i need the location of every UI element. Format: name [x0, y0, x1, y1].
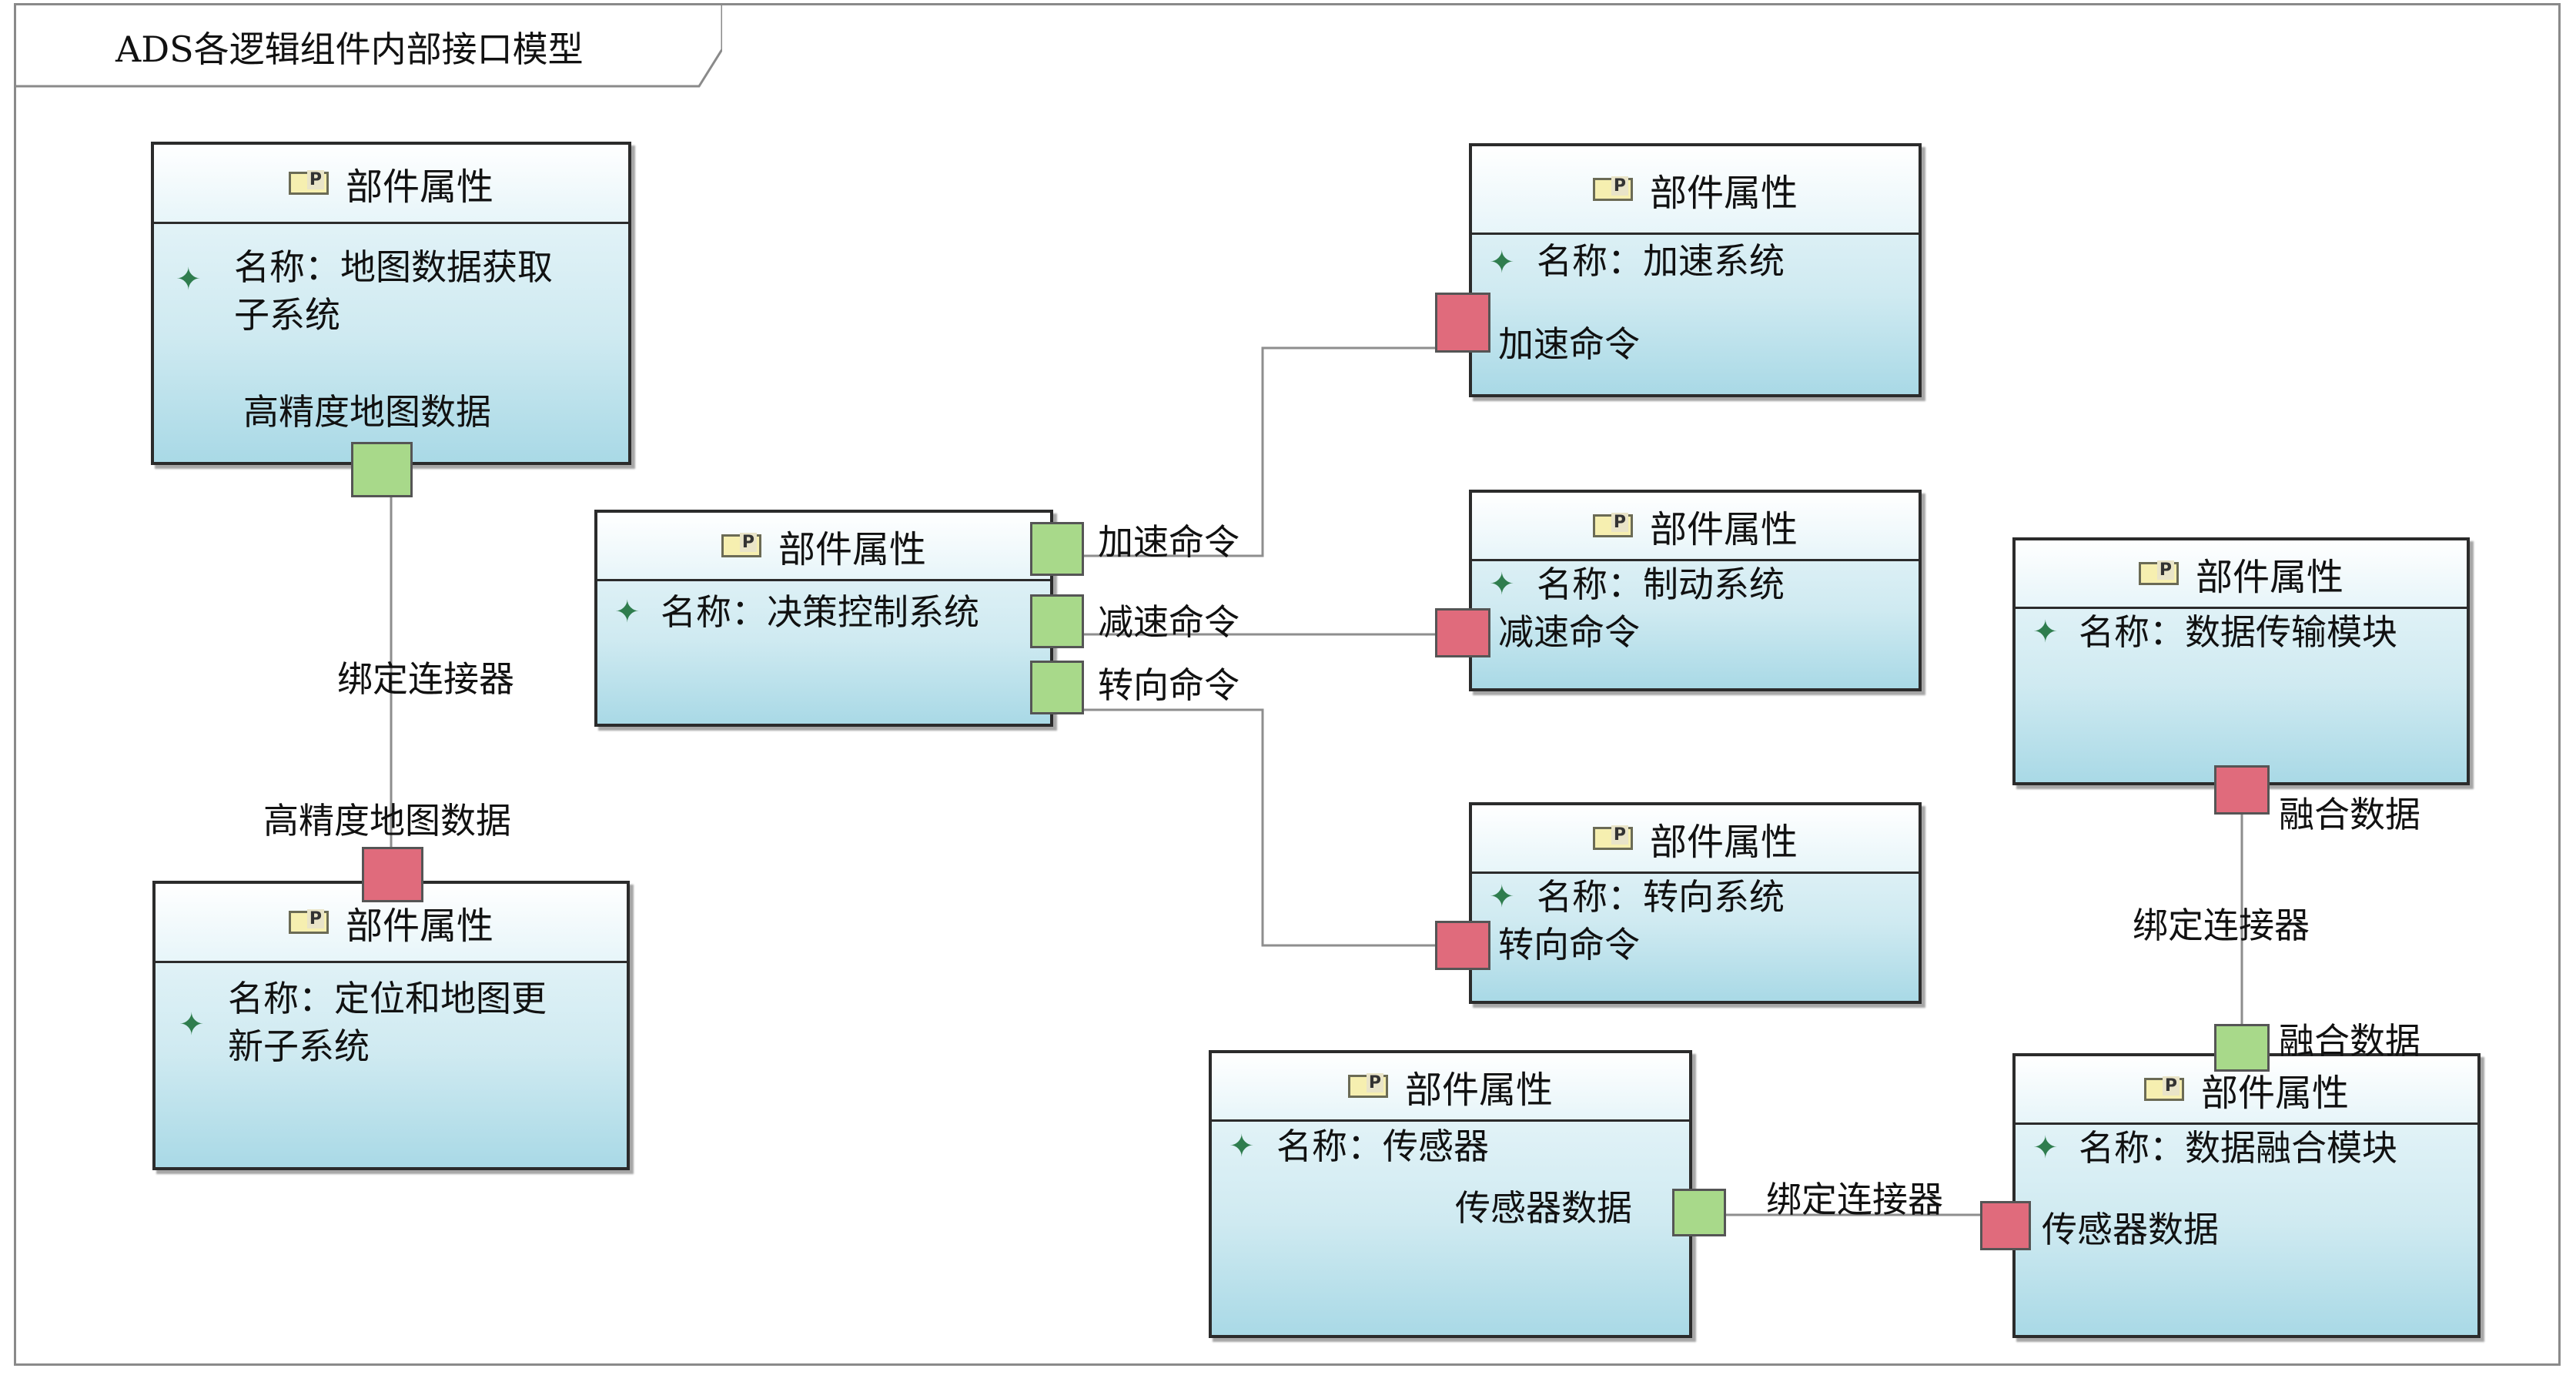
port-label: 传感器数据 — [2042, 1209, 2219, 1250]
port-label: 转向命令 — [1098, 664, 1239, 706]
port-steer-in[interactable] — [1435, 921, 1490, 970]
connector-accel — [1084, 346, 1447, 557]
property-icon: ✦ — [1229, 1129, 1255, 1164]
port-accel-in[interactable] — [1435, 293, 1490, 353]
port-map-in[interactable] — [362, 847, 423, 902]
port-sensor-out[interactable] — [1672, 1189, 1726, 1236]
block-header-label: 部件属性 — [345, 905, 493, 948]
block-locate-update[interactable]: 部件属性 ✦ 名称：定位和地图更 新子系统 — [152, 881, 630, 1170]
port-sensor-in[interactable] — [1980, 1201, 2031, 1250]
block-decision[interactable]: 部件属性 ✦ 名称：决策控制系统 — [594, 510, 1053, 727]
block-brake[interactable]: 部件属性 ✦ 名称：制动系统 减速命令 — [1469, 490, 1922, 691]
port-fusion-data-in[interactable] — [2214, 765, 2270, 815]
part-icon — [1592, 176, 1633, 201]
part-icon — [288, 170, 329, 195]
block-name-cont: 新子系统 — [228, 1025, 370, 1067]
property-icon: ✦ — [2032, 1130, 2059, 1166]
port-label: 融合数据 — [2279, 794, 2420, 835]
port-label: 高精度地图数据 — [263, 800, 511, 841]
property-icon: ✦ — [2032, 614, 2059, 650]
port-fusion-data-out[interactable] — [2214, 1024, 2270, 1072]
port-label: 减速命令 — [1098, 601, 1239, 643]
block-sensor[interactable]: 部件属性 ✦ 名称：传感器 传感器数据 — [1209, 1050, 1692, 1338]
connector-steer — [1084, 708, 1447, 947]
connector-label: 绑定连接器 — [2133, 905, 2310, 946]
connector-label: 绑定连接器 — [1766, 1179, 1943, 1220]
block-name: 名称：制动系统 — [1537, 564, 1785, 605]
port-brake-out[interactable] — [1030, 594, 1084, 648]
block-header: 部件属性 — [1212, 1053, 1689, 1122]
property-icon: ✦ — [1489, 567, 1515, 602]
port-label: 加速命令 — [1498, 323, 1640, 365]
part-icon — [1347, 1073, 1388, 1098]
block-header-label: 部件属性 — [778, 528, 926, 571]
block-name: 名称：加速系统 — [1537, 240, 1785, 282]
block-map-fetch[interactable]: 部件属性 ✦ 名称：地图数据获取 子系统 高精度地图数据 — [151, 142, 631, 465]
diagram-title: ADS各逻辑组件内部接口模型 — [115, 28, 584, 70]
block-header: 部件属性 — [1472, 493, 1919, 561]
block-header: 部件属性 — [154, 145, 628, 224]
port-label: 减速命令 — [1498, 611, 1640, 653]
frame-title-tab — [14, 3, 722, 88]
block-name: 名称：传感器 — [1276, 1126, 1489, 1167]
part-icon — [2138, 560, 2179, 585]
block-header-label: 部件属性 — [1649, 821, 1798, 864]
port-label: 传感器数据 — [1455, 1187, 1632, 1229]
part-icon — [288, 909, 329, 934]
diagram-frame — [14, 3, 2561, 1366]
property-icon: ✦ — [1489, 879, 1515, 915]
block-fusion[interactable]: 部件属性 ✦ 名称：数据融合模块 传感器数据 — [2012, 1053, 2481, 1338]
connector-label: 绑定连接器 — [337, 658, 514, 700]
block-name: 名称：数据传输模块 — [2079, 611, 2397, 653]
block-name: 名称：定位和地图更 — [228, 978, 547, 1019]
block-name: 名称：数据融合模块 — [2079, 1127, 2397, 1169]
block-header-label: 部件属性 — [345, 166, 493, 209]
property-icon: ✦ — [1489, 245, 1515, 280]
property-icon: ✦ — [176, 262, 202, 297]
block-header: 部件属性 — [597, 513, 1050, 581]
block-header-label: 部件属性 — [1649, 172, 1798, 215]
part-icon — [1592, 513, 1633, 537]
property-icon: ✦ — [179, 1007, 205, 1042]
block-header-label: 部件属性 — [1649, 508, 1798, 551]
block-header-label: 部件属性 — [2195, 556, 2343, 599]
port-accel-out[interactable] — [1030, 522, 1084, 576]
port-label: 高精度地图数据 — [243, 391, 491, 433]
port-label: 转向命令 — [1498, 924, 1640, 965]
port-brake-in[interactable] — [1435, 608, 1490, 657]
block-name-cont: 子系统 — [234, 294, 340, 336]
block-header-label: 部件属性 — [2200, 1072, 2349, 1115]
port-label: 加速命令 — [1098, 521, 1239, 563]
part-icon — [2143, 1076, 2184, 1101]
part-icon — [721, 533, 761, 557]
block-name: 名称：地图数据获取 — [234, 246, 553, 288]
port-map-out[interactable] — [351, 442, 413, 497]
block-header: 部件属性 — [1472, 805, 1919, 874]
block-accel[interactable]: 部件属性 ✦ 名称：加速系统 加速命令 — [1469, 143, 1922, 397]
block-header: 部件属性 — [2016, 540, 2467, 609]
port-steer-out[interactable] — [1030, 661, 1084, 714]
block-transfer[interactable]: 部件属性 ✦ 名称：数据传输模块 — [2012, 537, 2470, 785]
block-header-label: 部件属性 — [1404, 1069, 1553, 1112]
block-header: 部件属性 — [1472, 146, 1919, 235]
block-header: 部件属性 — [156, 884, 627, 963]
port-label: 融合数据 — [2279, 1020, 2420, 1062]
property-icon: ✦ — [614, 594, 641, 630]
block-steer[interactable]: 部件属性 ✦ 名称：转向系统 转向命令 — [1469, 802, 1922, 1004]
part-icon — [1592, 825, 1633, 850]
block-name: 名称：决策控制系统 — [661, 591, 979, 633]
block-name: 名称：转向系统 — [1537, 876, 1785, 918]
